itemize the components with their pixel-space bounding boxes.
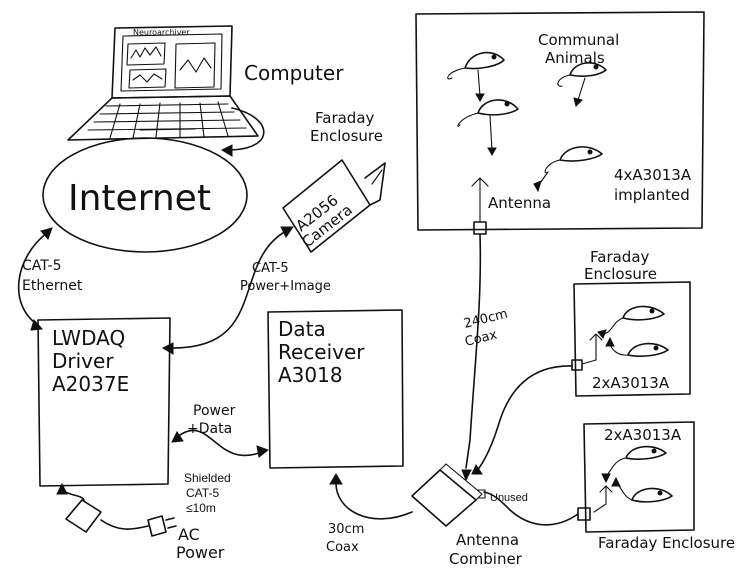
connector-icon [577,507,591,521]
antenna-icon [593,485,613,513]
camera-icon [282,159,386,253]
ethernet-cable [17,231,49,326]
combiner-label-2: Combiner [449,550,523,568]
faraday-bottom-label: Faraday Enclosure [598,534,735,552]
faraday-top-label-1: Faraday [315,109,375,127]
camera-cable [169,229,289,349]
coax-bottom-cable [483,491,579,526]
cat5-ethernet-label-2: Ethernet [22,278,83,294]
faraday-mid-label-1: Faraday [590,248,650,266]
power-data-label-2: +Data [187,421,232,437]
animal-icon [533,146,603,193]
antenna-icon [581,333,603,365]
driver-label-1: LWDAQ [52,326,125,350]
cat5-power-image-label-1: CAT-5 [252,261,289,276]
combiner-label-1: Antenna [456,531,519,549]
cat5-power-image-label-2: Power+Image [240,279,331,294]
implant-4-label-1: 4xA3013A [614,166,692,184]
receiver-label-2: Receiver [278,340,365,364]
plug-icon [147,515,167,537]
receiver-label-1: Data [278,317,326,341]
internet-cloud [42,137,248,253]
shielded-label-1: Shielded [184,471,231,485]
cat5-ethernet-label-1: CAT-5 [22,258,62,274]
animal-icon [601,445,667,484]
screen-title: Neuroarchiver [133,28,190,37]
driver-label-2: Driver [52,349,114,373]
power-data-label-1: Power [193,403,236,419]
communal-enclosure-box [415,11,705,231]
animal-icon [447,51,505,103]
coax-30-label-2: Coax [326,540,359,555]
coax-240-cable [465,233,482,469]
antenna-icon [471,177,489,223]
shielded-label-3: ≤10m [186,501,216,515]
implant-2-bot-label: 2xA3013A [604,426,682,444]
faraday-enclosure-bottom-box [583,421,695,533]
coax-30-cable [335,481,413,520]
faraday-top-label-2: Enclosure [310,127,383,145]
shielded-label-2: CAT-5 [186,486,219,500]
animal-icon [597,305,665,339]
lwdaq-driver-box [37,317,171,487]
communal-label-1: Communal [538,31,619,49]
coax-middle-cable [475,365,573,473]
animal-icon [605,336,669,357]
laptop-internet-cable [227,107,265,151]
implant-4-label-2: implanted [614,186,690,204]
computer-label: Computer [244,61,344,85]
coax-240-label-1: 240cm [462,307,509,332]
faraday-enclosure-middle-box [573,281,691,397]
power-adapter-icon [65,499,102,533]
power-data-cable [175,429,263,457]
animal-icon [611,476,673,503]
data-receiver-box [267,309,404,469]
ac-power-label-1: AC [178,525,200,544]
coax-30-label-1: 30cm [328,522,364,537]
receiver-label-3: A3018 [278,363,343,387]
animal-icon [557,62,607,107]
driver-label-3: A2037E [52,372,129,396]
laptop-icon [67,25,259,141]
internet-label: Internet [68,178,211,219]
ac-power-label-2: Power [176,543,225,562]
connector-icon [571,359,583,371]
connector-icon [473,221,487,235]
arrowhead [220,144,233,157]
faraday-mid-label-2: Enclosure [584,265,657,283]
animal-icon [457,99,519,157]
implant-2-mid-label: 2xA3013A [592,374,670,392]
antenna-label: Antenna [488,194,551,212]
